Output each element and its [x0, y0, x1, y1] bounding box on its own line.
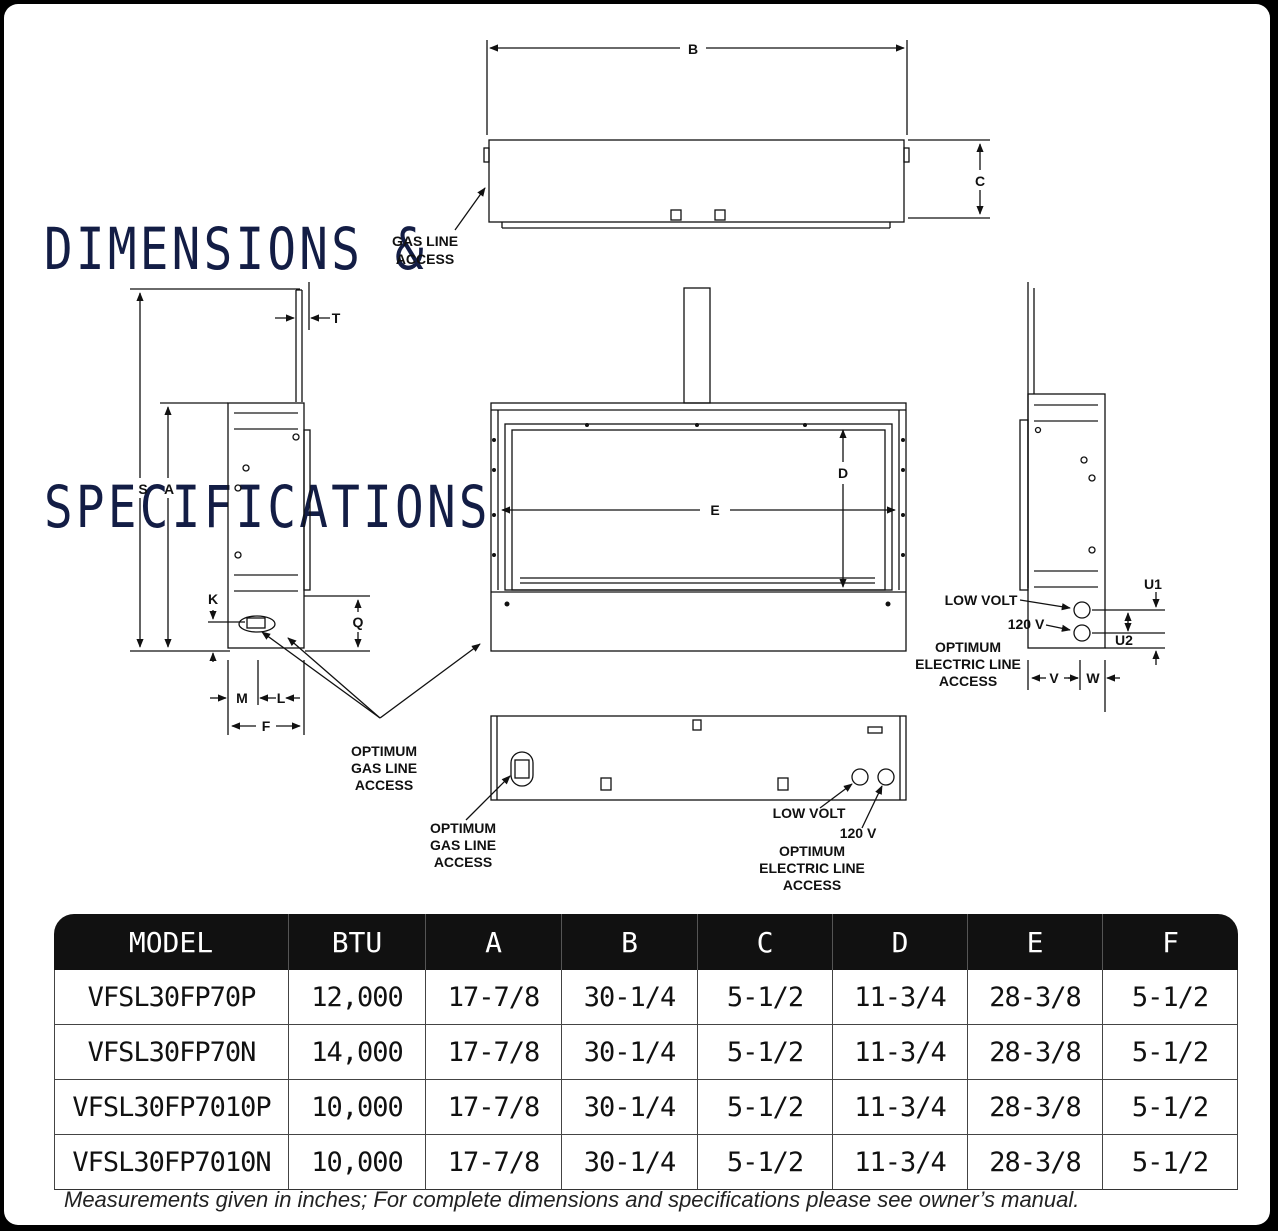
cell-d: 11-3/4 — [833, 970, 968, 1025]
cell-b: 30-1/4 — [562, 1135, 698, 1190]
label-low-volt-bottom: LOW VOLT — [773, 805, 846, 821]
cell-e: 28-3/8 — [968, 970, 1103, 1025]
label-optimum-elec-a2: ELECTRIC LINE — [915, 656, 1021, 672]
label-q: Q — [353, 614, 364, 630]
label-gas-line-2: ACCESS — [396, 251, 454, 267]
label-e: E — [710, 502, 719, 518]
footnote: Measurements given in inches; For comple… — [64, 1187, 1080, 1212]
spec-table: MODEL BTU A B C D E F VFSL30FP70P 12,000… — [54, 914, 1238, 1190]
label-gas-line-1: GAS LINE — [392, 233, 458, 249]
label-optimum-elec-a1: OPTIMUM — [935, 639, 1001, 655]
table-row: VFSL30FP7010N 10,000 17-7/8 30-1/4 5-1/2… — [54, 1135, 1238, 1190]
header-d: D — [833, 914, 968, 970]
cell-btu: 14,000 — [289, 1025, 426, 1080]
label-s: S — [138, 481, 147, 497]
cell-e: 28-3/8 — [968, 1080, 1103, 1135]
label-f: F — [262, 718, 271, 734]
cell-d: 11-3/4 — [833, 1080, 968, 1135]
header-e: E — [968, 914, 1103, 970]
cell-c: 5-1/2 — [698, 1135, 833, 1190]
bottom-view — [465, 715, 907, 829]
top-view — [454, 40, 990, 231]
header-b: B — [562, 914, 698, 970]
cell-f: 5-1/2 — [1103, 1080, 1238, 1135]
cell-a: 17-7/8 — [426, 1135, 562, 1190]
label-optimum-elec-b3: ACCESS — [783, 877, 841, 893]
cell-c: 5-1/2 — [698, 1025, 833, 1080]
cell-b: 30-1/4 — [562, 1080, 698, 1135]
cell-a: 17-7/8 — [426, 970, 562, 1025]
side-view — [130, 282, 481, 735]
label-optimum-elec-b1: OPTIMUM — [779, 843, 845, 859]
cell-e: 28-3/8 — [968, 1135, 1103, 1190]
label-low-volt-side: LOW VOLT — [945, 592, 1018, 608]
label-w: W — [1086, 670, 1100, 686]
page-title: DIMENSIONS & SPECIFICATIONS — [44, 34, 491, 722]
cell-model: VFSL30FP7010P — [54, 1080, 289, 1135]
label-t: T — [332, 310, 341, 326]
cell-a: 17-7/8 — [426, 1025, 562, 1080]
dimension-drawing: B C GAS LINE ACCESS T S A K Q M L F OPTI… — [130, 40, 1165, 893]
cell-model: VFSL30FP70N — [54, 1025, 289, 1080]
cell-c: 5-1/2 — [698, 970, 833, 1025]
label-optimum-gas-b2: GAS LINE — [430, 837, 496, 853]
label-120v-side: 120 V — [1008, 616, 1045, 632]
title-line-2: SPECIFICATIONS — [44, 473, 491, 541]
cell-btu: 10,000 — [289, 1135, 426, 1190]
title-line-1: DIMENSIONS & — [44, 215, 427, 283]
header-f: F — [1103, 914, 1238, 970]
cell-d: 11-3/4 — [833, 1025, 968, 1080]
label-u2: U2 — [1115, 632, 1133, 648]
label-l: L — [277, 690, 286, 706]
table-row: VFSL30FP70P 12,000 17-7/8 30-1/4 5-1/2 1… — [54, 970, 1238, 1025]
cell-d: 11-3/4 — [833, 1135, 968, 1190]
table-header-row: MODEL BTU A B C D E F — [54, 914, 1238, 970]
cell-model: VFSL30FP7010N — [54, 1135, 289, 1190]
cell-f: 5-1/2 — [1103, 970, 1238, 1025]
label-optimum-elec-b2: ELECTRIC LINE — [759, 860, 865, 876]
table-row: VFSL30FP70N 14,000 17-7/8 30-1/4 5-1/2 1… — [54, 1025, 1238, 1080]
cell-c: 5-1/2 — [698, 1080, 833, 1135]
cell-a: 17-7/8 — [426, 1080, 562, 1135]
cell-model: VFSL30FP70P — [54, 970, 289, 1025]
header-a: A — [426, 914, 562, 970]
label-a: A — [164, 481, 174, 497]
label-optimum-elec-a3: ACCESS — [939, 673, 997, 689]
cell-f: 5-1/2 — [1103, 1135, 1238, 1190]
label-optimum-gas-b1: OPTIMUM — [430, 820, 496, 836]
spec-sheet: DIMENSIONS & SPECIFICATIONS — [4, 4, 1270, 1225]
header-btu: BTU — [289, 914, 426, 970]
cell-btu: 12,000 — [289, 970, 426, 1025]
label-k: K — [208, 591, 218, 607]
right-side-view — [1019, 282, 1165, 712]
label-b: B — [688, 41, 698, 57]
label-120v-bottom: 120 V — [840, 825, 877, 841]
label-optimum-gas-a1: OPTIMUM — [351, 743, 417, 759]
header-model: MODEL — [54, 914, 289, 970]
cell-f: 5-1/2 — [1103, 1025, 1238, 1080]
cell-e: 28-3/8 — [968, 1025, 1103, 1080]
label-optimum-gas-a2: GAS LINE — [351, 760, 417, 776]
cell-btu: 10,000 — [289, 1080, 426, 1135]
label-u1: U1 — [1144, 576, 1162, 592]
label-optimum-gas-b3: ACCESS — [434, 854, 492, 870]
cell-b: 30-1/4 — [562, 970, 698, 1025]
header-c: C — [698, 914, 833, 970]
front-view — [490, 287, 907, 652]
label-c: C — [975, 173, 985, 189]
cell-b: 30-1/4 — [562, 1025, 698, 1080]
label-v: V — [1049, 670, 1059, 686]
table-row: VFSL30FP7010P 10,000 17-7/8 30-1/4 5-1/2… — [54, 1080, 1238, 1135]
label-optimum-gas-a3: ACCESS — [355, 777, 413, 793]
label-m: M — [236, 690, 248, 706]
label-d: D — [838, 465, 848, 481]
